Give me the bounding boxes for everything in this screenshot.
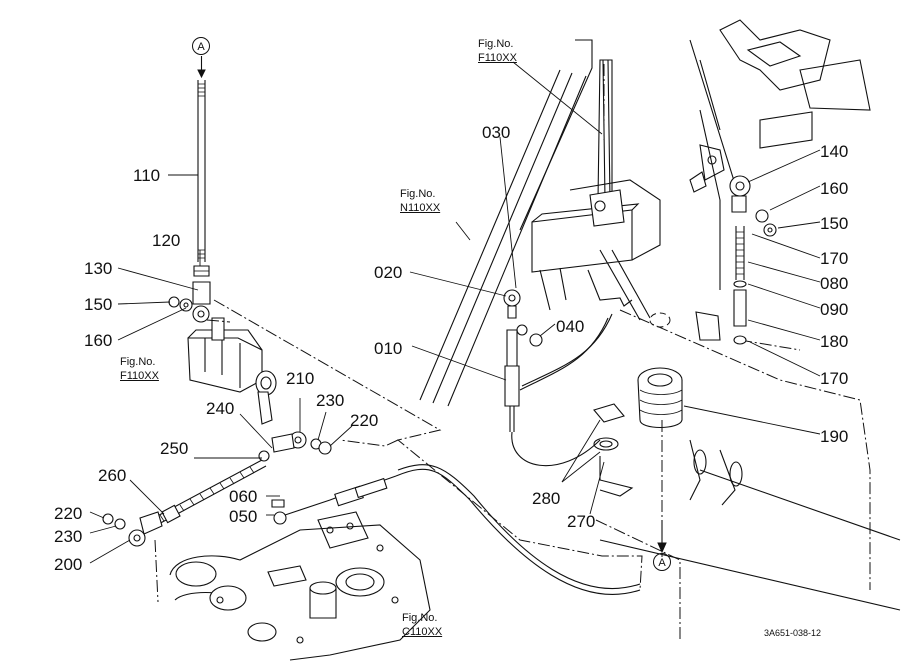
callout-230-right[interactable]: 230 bbox=[316, 391, 345, 410]
control-cable-lower bbox=[271, 464, 641, 595]
callout-140[interactable]: 140 bbox=[820, 142, 849, 161]
callout-130[interactable]: 130 bbox=[84, 259, 113, 278]
connector-arrow-bottom bbox=[657, 520, 667, 554]
shift-rod-110 bbox=[197, 56, 206, 262]
callout-040[interactable]: 040 bbox=[556, 317, 585, 336]
callout-280[interactable]: 280 bbox=[532, 489, 561, 508]
turnbuckle-assembly bbox=[102, 431, 332, 603]
callout-030[interactable]: 030 bbox=[482, 123, 511, 142]
callout-160-left[interactable]: 160 bbox=[84, 331, 113, 350]
fig-ref-prefix: Fig.No. bbox=[400, 188, 436, 200]
callout-150-left[interactable]: 150 bbox=[84, 295, 113, 314]
section-outline bbox=[213, 299, 643, 591]
fig-ref-code: F110XX bbox=[478, 51, 517, 64]
callout-220-left[interactable]: 220 bbox=[54, 504, 83, 523]
callout-160-right[interactable]: 160 bbox=[820, 179, 849, 198]
fig-ref-code: C110XX bbox=[402, 625, 443, 638]
nuts-150-160 bbox=[168, 296, 193, 312]
callout-020[interactable]: 020 bbox=[374, 263, 403, 282]
pivot-bracket-upper-right bbox=[689, 19, 871, 193]
fig-ref-n110[interactable]: Fig.No. N110XX bbox=[400, 188, 440, 216]
callout-060[interactable]: 060 bbox=[229, 487, 258, 506]
callout-180[interactable]: 180 bbox=[820, 332, 849, 351]
callout-110[interactable]: 110 bbox=[133, 166, 161, 185]
fig-ref-f110-top[interactable]: Fig.No. F110XX bbox=[478, 38, 517, 66]
rod-assembly-right bbox=[729, 175, 777, 345]
callout-220-right[interactable]: 220 bbox=[350, 411, 379, 430]
rod-end-130 bbox=[192, 281, 211, 323]
boot-190 bbox=[637, 367, 683, 429]
connector-mark-top: A bbox=[192, 37, 210, 55]
section-outline-lower bbox=[339, 439, 399, 447]
shift-arm-bracket bbox=[187, 317, 277, 425]
fig-ref-code: F110XX bbox=[120, 369, 159, 382]
fender-panel bbox=[419, 39, 741, 407]
callout-010[interactable]: 010 bbox=[374, 339, 403, 358]
callout-210[interactable]: 210 bbox=[286, 369, 315, 388]
callout-250[interactable]: 250 bbox=[160, 439, 189, 458]
fig-ref-prefix: Fig.No. bbox=[120, 356, 156, 368]
lever-bracket bbox=[531, 179, 661, 321]
callout-260[interactable]: 260 bbox=[98, 466, 127, 485]
callout-200[interactable]: 200 bbox=[54, 555, 83, 574]
fig-ref-prefix: Fig.No. bbox=[402, 612, 438, 624]
cable-010 bbox=[503, 289, 613, 467]
callout-270[interactable]: 270 bbox=[567, 512, 596, 531]
fig-ref-f110-left[interactable]: Fig.No. F110XX bbox=[120, 356, 159, 384]
drawing-number: 3A651-038-12 bbox=[764, 628, 822, 638]
callout-170-bottom[interactable]: 170 bbox=[820, 369, 849, 388]
callout-050[interactable]: 050 bbox=[229, 507, 258, 526]
callout-090[interactable]: 090 bbox=[820, 300, 849, 319]
callout-230-left[interactable]: 230 bbox=[54, 527, 83, 546]
callout-080[interactable]: 080 bbox=[820, 274, 849, 293]
callout-170-top[interactable]: 170 bbox=[820, 249, 849, 268]
callout-120[interactable]: 120 bbox=[152, 231, 181, 250]
callout-190[interactable]: 190 bbox=[820, 427, 849, 446]
shift-lever-030 bbox=[597, 59, 613, 201]
nut-120 bbox=[193, 265, 210, 277]
transmission-case bbox=[169, 511, 431, 661]
callout-240[interactable]: 240 bbox=[206, 399, 235, 418]
fig-ref-c110[interactable]: Fig.No. C110XX bbox=[402, 612, 442, 640]
callout-150-right[interactable]: 150 bbox=[820, 214, 849, 233]
floor-plate bbox=[595, 309, 901, 640]
connector-mark-bottom: A bbox=[653, 553, 671, 571]
leader-lines bbox=[89, 61, 821, 564]
fig-ref-prefix: Fig.No. bbox=[478, 38, 514, 50]
fig-ref-code: N110XX bbox=[400, 201, 441, 214]
